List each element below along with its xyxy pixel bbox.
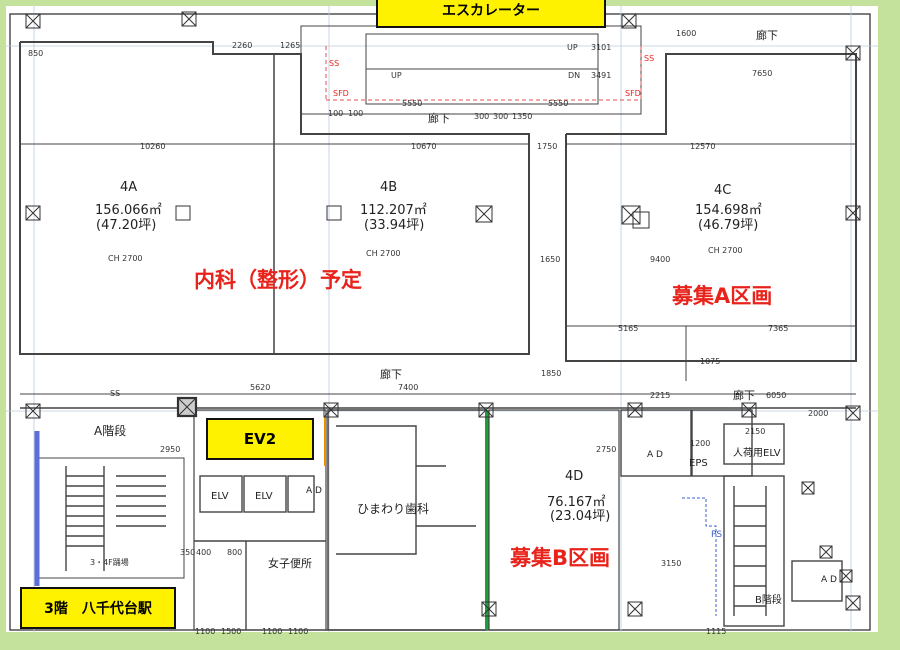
dim-7650: 7650 xyxy=(752,69,773,78)
recruit-b-label: 募集B区画 xyxy=(510,546,611,570)
dim-300-a: 300 xyxy=(474,112,490,121)
dim-1850: 1850 xyxy=(541,369,562,378)
room-4a-id: 4A xyxy=(120,180,138,195)
dim-5550-a: 5550 xyxy=(402,99,423,108)
dim-10670: 10670 xyxy=(411,142,437,151)
womens-toilet-label: 女子便所 xyxy=(268,557,312,570)
floor-plan-walls xyxy=(6,6,878,632)
floor-34-landing-label: 3・4F踊場 xyxy=(90,558,129,567)
dim-300-b: 300 xyxy=(493,112,509,121)
dim-3150: 3150 xyxy=(661,559,682,568)
corridor-label-right: 廊下 xyxy=(733,389,755,402)
dim-5550-b: 5550 xyxy=(548,99,569,108)
room-4d-id: 4D xyxy=(565,469,584,484)
dim-5165: 5165 xyxy=(618,324,639,333)
ss-tag-3: SS xyxy=(110,389,121,398)
escalator-badge: エスカレーター xyxy=(376,0,606,28)
dim-100-b: 100 xyxy=(348,109,364,118)
dim-1100-c: 1100 xyxy=(288,627,309,636)
dim-3491: 3491 xyxy=(591,71,612,80)
escalator-up-2: UP xyxy=(391,71,402,80)
eps-label: EPS xyxy=(689,458,708,469)
dim-2750: 2750 xyxy=(596,445,617,454)
ps-label: PS xyxy=(711,530,723,540)
corridor-label-top: 廊下 xyxy=(428,112,450,125)
dim-1650: 1650 xyxy=(540,255,561,264)
dim-1100-a: 1100 xyxy=(195,627,216,636)
sfd-tag-1: SFD xyxy=(333,89,349,98)
station-badge: 3階 八千代台駅 xyxy=(20,587,176,629)
corridor-label-middle: 廊下 xyxy=(380,368,402,381)
dim-100-a: 100 xyxy=(328,109,344,118)
dim-1500: 1500 xyxy=(221,627,242,636)
dim-12570: 12570 xyxy=(690,142,716,151)
dim-10260: 10260 xyxy=(140,142,166,151)
ad-label-3: A D xyxy=(306,486,322,496)
corridor-label-topright: 廊下 xyxy=(756,29,778,42)
dim-1100-b: 1100 xyxy=(262,627,283,636)
room-4b-id: 4B xyxy=(380,180,398,195)
dim-400: 400 xyxy=(196,548,212,557)
himawari-dental-label: ひまわり歯科 xyxy=(357,502,430,516)
dim-2215: 2215 xyxy=(650,391,671,400)
recruit-a-label: 募集A区画 xyxy=(672,284,773,308)
room-4d-tsubo: (23.04坪) xyxy=(550,509,611,524)
dim-1200: 1200 xyxy=(690,439,711,448)
sfd-tag-2: SFD xyxy=(625,89,641,98)
dim-2950: 2950 xyxy=(160,445,181,454)
dim-9400: 9400 xyxy=(650,255,671,264)
dim-3101: 3101 xyxy=(591,43,612,52)
room-4c-tsubo: (46.79坪) xyxy=(698,218,759,233)
dim-1075: 1075 xyxy=(700,357,721,366)
dim-5620: 5620 xyxy=(250,383,271,392)
escalator-up-1: UP xyxy=(567,43,578,52)
room-4c-area: 154.698㎡ xyxy=(695,203,762,218)
stair-b-label: B階段 xyxy=(755,595,782,606)
dim-2000: 2000 xyxy=(808,409,829,418)
dim-1350: 1350 xyxy=(512,112,533,121)
ad-label-2: A D xyxy=(821,575,837,585)
stair-a-label: A階段 xyxy=(94,424,127,438)
ev2-badge: EV2 xyxy=(206,418,314,460)
room-4b-tsubo: (33.94坪) xyxy=(364,218,425,233)
room-4c-ceiling: CH 2700 xyxy=(708,246,743,255)
dim-2260: 2260 xyxy=(232,41,253,50)
room-4c-id: 4C xyxy=(714,183,732,198)
elevator-1-label: ELV xyxy=(211,491,229,502)
room-4b-ceiling: CH 2700 xyxy=(366,249,401,258)
room-4b-area: 112.207㎡ xyxy=(360,203,427,218)
dim-7365: 7365 xyxy=(768,324,789,333)
ad-label-1: A D xyxy=(647,450,663,460)
internal-medicine-label: 内科（整形）予定 xyxy=(194,268,362,292)
ss-tag-2: SS xyxy=(644,54,655,63)
dim-1600: 1600 xyxy=(676,29,697,38)
dim-6050: 6050 xyxy=(766,391,787,400)
dim-7400: 7400 xyxy=(398,383,419,392)
room-4a-tsubo: (47.20坪) xyxy=(96,218,157,233)
dim-800: 800 xyxy=(227,548,243,557)
dim-1265: 1265 xyxy=(280,41,301,50)
dim-2150: 2150 xyxy=(745,427,766,436)
elevator-2-label: ELV xyxy=(255,491,273,502)
floor-plan xyxy=(6,6,878,632)
dim-850: 850 xyxy=(28,49,44,58)
room-4a-area: 156.066㎡ xyxy=(95,203,162,218)
ss-tag-1: SS xyxy=(329,59,340,68)
dim-1750: 1750 xyxy=(537,142,558,151)
dim-350: 350 xyxy=(180,548,196,557)
freight-elevator-label: 人荷用ELV xyxy=(733,448,781,459)
room-4a-ceiling: CH 2700 xyxy=(108,254,143,263)
dim-1115: 1115 xyxy=(706,627,727,636)
escalator-dn: DN xyxy=(568,71,581,80)
room-4d-area: 76.167㎡ xyxy=(547,495,606,510)
